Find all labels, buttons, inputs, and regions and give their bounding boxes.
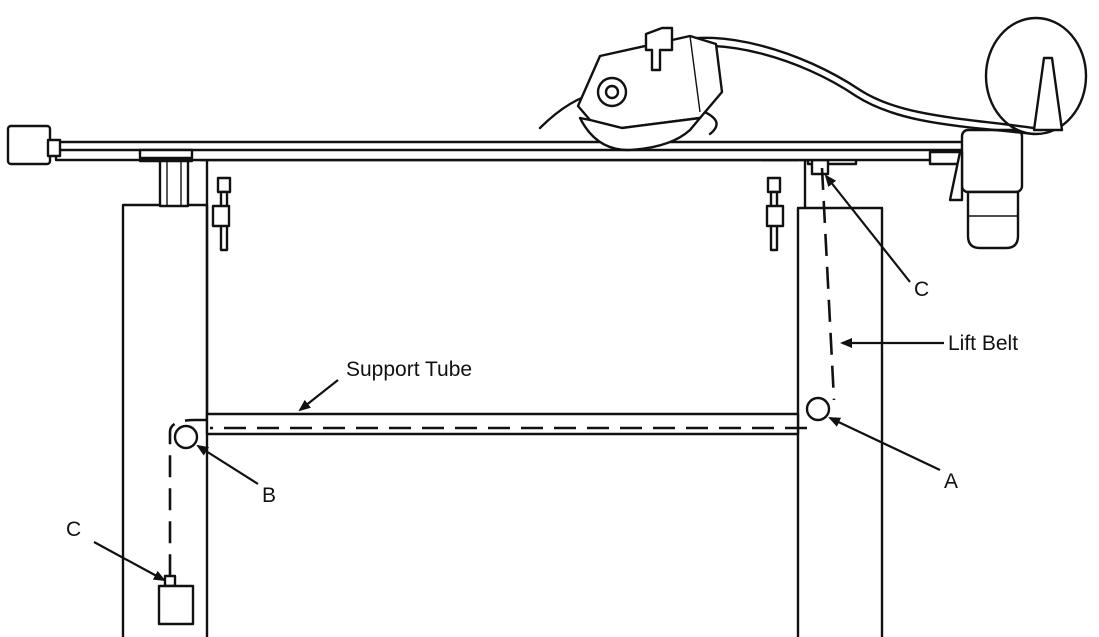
cable-reel <box>984 16 1088 136</box>
motor <box>948 128 1024 250</box>
lift-belt <box>168 167 836 590</box>
left-handle <box>6 124 62 166</box>
label-lift-belt: Lift Belt <box>948 332 1018 355</box>
pulley-b <box>173 424 199 450</box>
table-top <box>54 140 978 166</box>
label-support-tube: Support Tube <box>346 358 472 381</box>
label-pulley-b: B <box>262 484 276 507</box>
counterweight <box>157 574 195 626</box>
right-clamp-screw <box>765 176 785 252</box>
pulley-a <box>805 396 831 422</box>
inner-frame <box>198 153 807 422</box>
saw-unit <box>538 26 724 152</box>
leader-arrows <box>93 174 944 581</box>
left-clamp-screw <box>211 176 232 252</box>
label-clamp-top-right: C <box>914 278 929 301</box>
label-pulley-a: A <box>944 470 958 493</box>
cable <box>670 36 1036 136</box>
support-tube <box>205 412 800 436</box>
label-clamp-bottom-left: C <box>66 518 81 541</box>
